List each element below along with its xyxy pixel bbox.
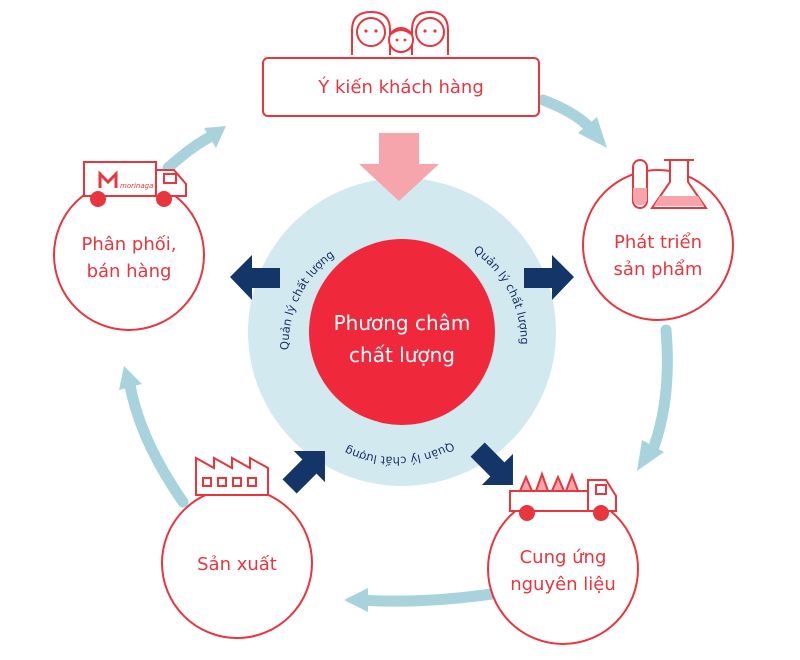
lab-flask-icon (632, 159, 708, 209)
delivery-truck-icon (83, 161, 187, 207)
navy-arrow-bottom-left (282, 451, 325, 494)
product-development-line-1: Phát triển (614, 232, 702, 253)
customers-icon-eyes (364, 29, 437, 42)
navy-arrows (230, 255, 574, 494)
supply-truck-icon (509, 470, 617, 521)
svg-text:morinaga: morinaga (120, 182, 153, 190)
arrow-production-to-distribution (124, 379, 189, 508)
navy-arrow-right (524, 255, 574, 300)
navy-arrow-left (230, 255, 280, 300)
arrow-development-to-supply (646, 324, 673, 458)
product-development-line-2: sản phẩm (614, 259, 703, 280)
arrow-distribution-to-feedback (162, 132, 214, 174)
arrow-supply-to-production (354, 588, 498, 607)
quality-policy-circle (309, 239, 495, 425)
distribution-sales-line-2: bán hàng (87, 261, 172, 282)
customers-icon (351, 10, 449, 55)
raw-material-supply-line-1: Cung ứng (520, 547, 607, 568)
center-line-1: Phương châm (334, 311, 471, 335)
cycle-arrowheads (119, 117, 664, 612)
customer-feedback-label: Ý kiến khách hàng (317, 76, 484, 98)
raw-material-supply-line-2: nguyên liệu (510, 574, 616, 595)
customer-feedback-box (262, 57, 540, 117)
center-line-2: chất lượng (349, 343, 455, 367)
node-raw-material-supply (487, 493, 639, 645)
factory-icon (195, 456, 269, 496)
arrow-feedback-to-development (537, 94, 596, 134)
feedback-down-arrow (359, 133, 439, 201)
node-distribution-sales (53, 179, 205, 331)
production-label: Sản xuất (197, 554, 277, 575)
navy-arrow-bottom-right (470, 442, 513, 485)
morinaga-logo: morinaga (98, 170, 153, 190)
distribution-sales-line-1: Phân phối, (82, 234, 177, 255)
